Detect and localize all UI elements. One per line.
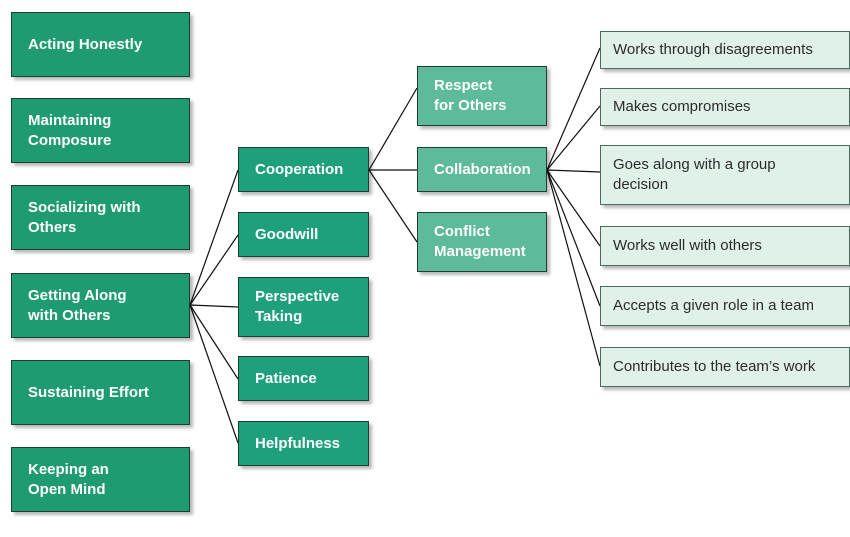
node-goes-along-with-group-decision: Goes along with a group decision xyxy=(600,145,850,205)
connector-level3-level4-5 xyxy=(546,169,601,367)
node-label: Conflict Management xyxy=(434,223,526,260)
node-conflict-management: Conflict Management xyxy=(417,212,547,272)
connector-level3-level4-0 xyxy=(546,47,601,171)
node-contributes-to-teams-work: Contributes to the team’s work xyxy=(600,347,850,387)
node-label: Helpfulness xyxy=(255,434,341,452)
node-label: Socializing with Others xyxy=(28,198,141,236)
node-label: Collaboration xyxy=(434,160,531,178)
connector-level3-level4-1 xyxy=(546,105,601,171)
node-label: Cooperation xyxy=(255,160,344,178)
node-works-well-with-others: Works well with others xyxy=(600,226,850,266)
node-socializing-with-others: Socializing with Others xyxy=(11,185,190,250)
node-cooperation: Cooperation xyxy=(238,147,369,192)
node-label: Acting Honestly xyxy=(28,35,143,53)
node-keeping-an-open-mind: Keeping an Open Mind xyxy=(11,447,190,512)
connector-level2-level3-0 xyxy=(368,87,418,171)
connector-level1-level2-0 xyxy=(189,169,239,306)
connector-level1-level2-1 xyxy=(189,234,239,306)
node-sustaining-effort: Sustaining Effort xyxy=(11,360,190,425)
node-label: Accepts a given role in a team xyxy=(613,297,814,314)
node-label: Getting Along with Others xyxy=(28,286,127,324)
node-label: Sustaining Effort xyxy=(28,383,149,401)
node-label: Works well with others xyxy=(613,237,762,254)
node-goodwill: Goodwill xyxy=(238,212,369,257)
node-label: Respect for Others xyxy=(434,77,507,114)
node-label: Goes along with a group decision xyxy=(613,156,776,193)
connector-level1-level2-4 xyxy=(189,304,239,444)
connector-level2-level3-2 xyxy=(368,169,418,243)
connector-level3-level4-3 xyxy=(546,169,601,247)
connector-level1-level2-3 xyxy=(189,304,239,380)
node-label: Works through disagreements xyxy=(613,41,813,58)
node-helpfulness: Helpfulness xyxy=(238,421,369,466)
node-label: Patience xyxy=(255,369,317,387)
node-works-through-disagreements: Works through disagreements xyxy=(600,31,850,69)
node-makes-compromises: Makes compromises xyxy=(600,88,850,126)
node-label: Keeping an Open Mind xyxy=(28,460,109,498)
node-label: Makes compromises xyxy=(613,98,751,115)
node-collaboration: Collaboration xyxy=(417,147,547,192)
connector-level3-level4-4 xyxy=(546,169,601,307)
connector-level1-level2-2 xyxy=(189,304,239,308)
node-label: Maintaining Composure xyxy=(28,111,112,149)
node-perspective-taking: Perspective Taking xyxy=(238,277,369,337)
node-label: Contributes to the team’s work xyxy=(613,358,816,375)
connector-level3-level4-2 xyxy=(546,169,601,173)
node-respect-for-others: Respect for Others xyxy=(417,66,547,126)
node-maintaining-composure: Maintaining Composure xyxy=(11,98,190,163)
node-label: Goodwill xyxy=(255,225,319,243)
node-accepts-a-given-role: Accepts a given role in a team xyxy=(600,286,850,326)
node-getting-along-with-others: Getting Along with Others xyxy=(11,273,190,338)
node-acting-honestly: Acting Honestly xyxy=(11,12,190,77)
node-label: Perspective Taking xyxy=(255,288,340,325)
node-patience: Patience xyxy=(238,356,369,401)
